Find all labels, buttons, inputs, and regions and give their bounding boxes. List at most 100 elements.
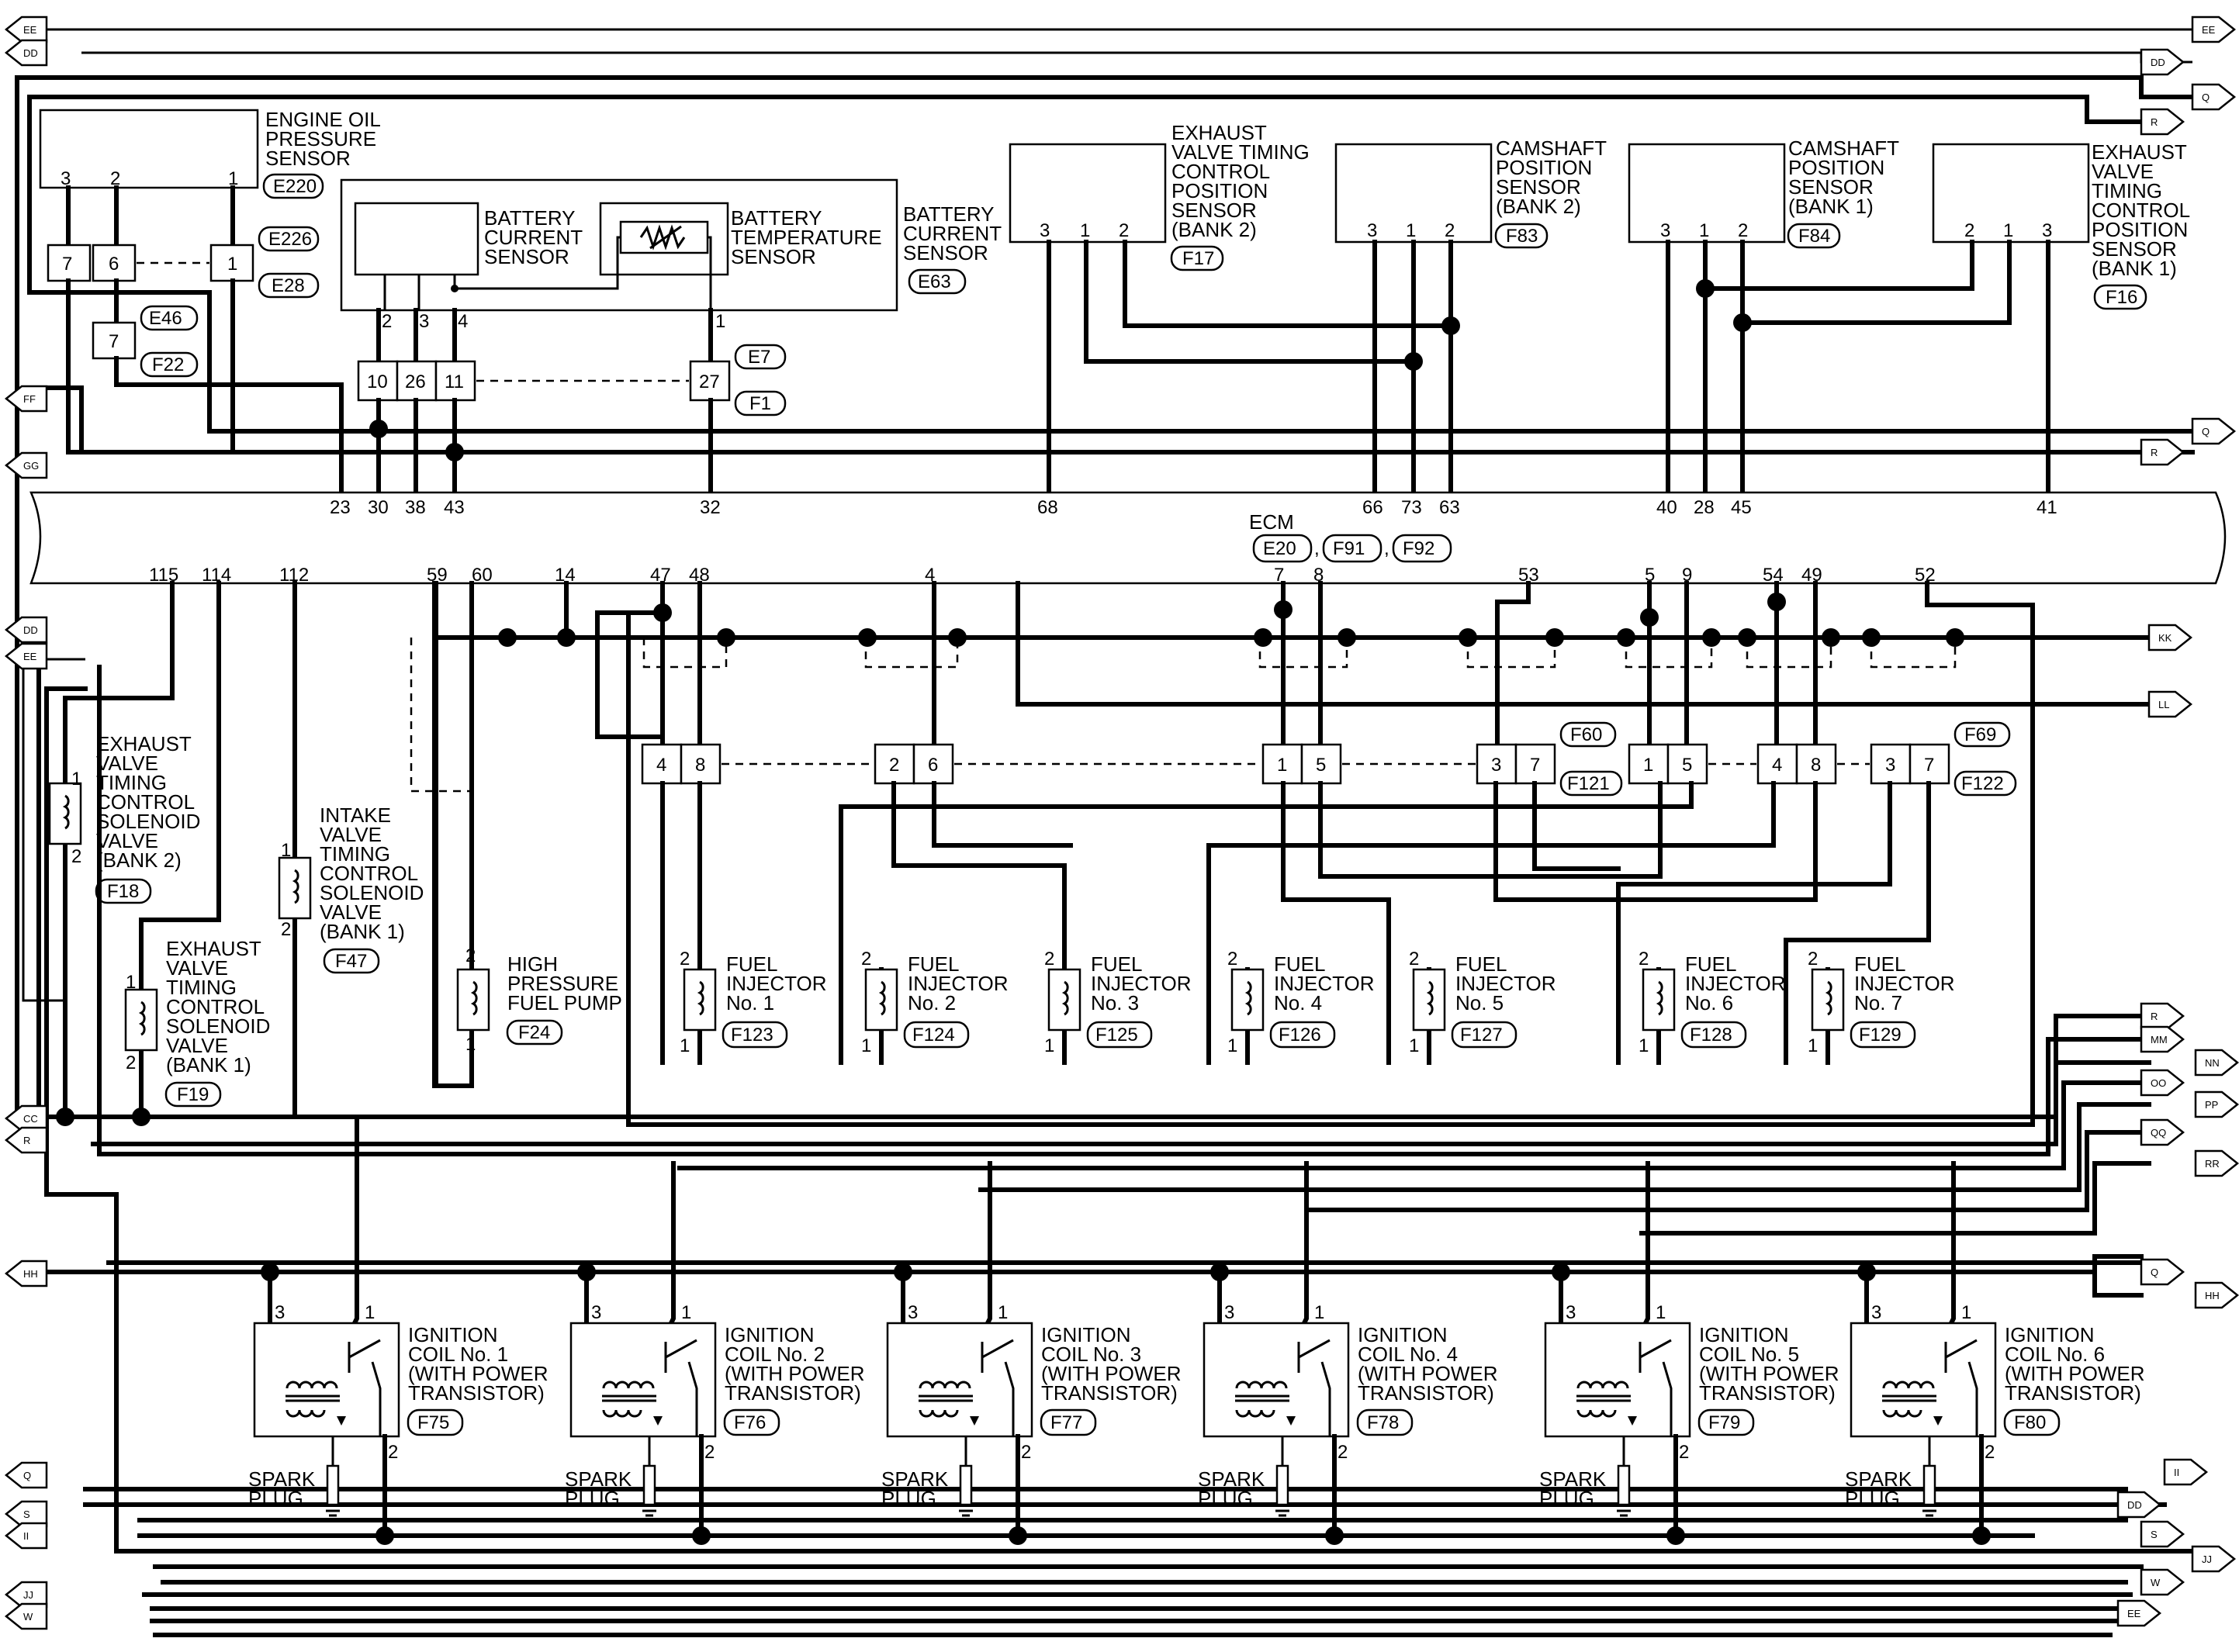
pin: 7: [1274, 565, 1284, 586]
tag-label: S: [2151, 1529, 2158, 1540]
label: (BANK 1): [2092, 257, 2177, 280]
connector-f83: F83: [1506, 226, 1538, 247]
label: EXHAUST: [1171, 121, 1267, 144]
pin: 40: [1656, 497, 1677, 518]
injector-label: INJECTOR: [726, 972, 827, 995]
coil-label: TRANSISTOR): [1699, 1381, 1836, 1405]
connector-e63: E63: [918, 271, 951, 292]
label: INTAKE: [320, 804, 391, 827]
pin: 2: [1679, 1442, 1689, 1463]
tag-label: DD: [23, 47, 38, 59]
coil-label: IGNITION: [408, 1323, 498, 1346]
connector-e28: E28: [272, 275, 305, 296]
injector-label: INJECTOR: [908, 972, 1009, 995]
pin: 30: [368, 497, 389, 518]
pin: 28: [1694, 497, 1715, 518]
pin: 4: [656, 755, 666, 776]
pin: 2: [1639, 949, 1649, 969]
tag-label: Q: [2202, 92, 2210, 103]
pin: 3: [591, 1302, 601, 1323]
pin: 1: [1643, 755, 1653, 776]
pin: 2: [1445, 220, 1455, 241]
oil-sensor-label-2: PRESSURE: [265, 127, 376, 150]
tag-label: DD: [2151, 57, 2165, 68]
label: VALVE: [166, 1034, 228, 1057]
top-bus-wires: [15, 28, 2195, 1119]
coil-label: TRANSISTOR): [1358, 1381, 1494, 1405]
spark-plug-label: SPARK: [1198, 1467, 1265, 1491]
comma: ,: [1314, 538, 1320, 559]
pin: 3: [1871, 1302, 1881, 1323]
pin: 1: [1044, 1035, 1054, 1056]
pin: 2: [1044, 949, 1054, 969]
tag-dd: DD: [2116, 1491, 2162, 1519]
injector-label: No. 4: [1274, 991, 1322, 1014]
spark-plug-label: PLUG: [565, 1487, 620, 1510]
tag-r: R: [2140, 108, 2185, 136]
pin: 7: [62, 254, 72, 275]
pin: 1: [1314, 1302, 1324, 1323]
pin: 7: [109, 331, 119, 352]
coil-label: TRANSISTOR): [408, 1381, 545, 1405]
pin: 2: [704, 1442, 715, 1463]
spark-plug-label: PLUG: [248, 1487, 303, 1510]
pin: 23: [330, 497, 351, 518]
pin: 2: [1738, 220, 1748, 241]
injector-label: INJECTOR: [1455, 972, 1556, 995]
label: TIMING: [166, 976, 237, 999]
pin: 1: [365, 1302, 375, 1323]
label: POSITION: [1496, 156, 1592, 179]
tag-w: W: [4, 1602, 48, 1630]
label: TIMING: [96, 771, 167, 794]
connector-f16: F16: [2106, 287, 2137, 308]
pin: 43: [444, 497, 465, 518]
tag-label: NN: [2205, 1057, 2220, 1069]
pin: 2: [126, 1052, 136, 1073]
tag-label: FF: [23, 393, 36, 405]
connector-f76: F76: [734, 1412, 766, 1433]
label: POSITION: [1171, 179, 1268, 202]
tag-ee: EE: [4, 16, 48, 43]
connector-e20: E20: [1263, 538, 1296, 559]
injector-label: No. 7: [1854, 991, 1902, 1014]
tag-label: R: [23, 1135, 30, 1146]
label: EXHAUST: [96, 732, 192, 755]
injector-label: FUEL: [908, 952, 959, 976]
pin: 8: [1313, 565, 1324, 586]
tag-label: S: [23, 1509, 30, 1520]
injector-label: No. 6: [1685, 991, 1733, 1014]
label: SOLENOID: [166, 1014, 270, 1038]
tag-q: Q: [4, 1461, 48, 1489]
pin: 73: [1401, 497, 1422, 518]
label: TIMING: [2092, 179, 2162, 202]
spark-plug-label: PLUG: [881, 1487, 936, 1510]
label: SENSOR: [484, 245, 569, 268]
label: (BANK 1): [166, 1053, 251, 1077]
pin: 1: [1699, 220, 1709, 241]
injector-label: FUEL: [1274, 952, 1325, 976]
tag-label: OO: [2151, 1077, 2166, 1089]
pin: 1: [1277, 755, 1287, 776]
pin: 1: [680, 1035, 690, 1056]
pin: 1: [1639, 1035, 1649, 1056]
tag-r: R: [4, 1126, 48, 1154]
ecm: ECM E20 , F91 , F92: [29, 491, 2227, 585]
tag-ll: LL: [2147, 690, 2193, 718]
pin: 26: [405, 372, 426, 392]
tag-gg: GG: [4, 451, 48, 479]
tag-hh: HH: [2194, 1281, 2239, 1309]
pin: 45: [1731, 497, 1752, 518]
pin: 3: [1885, 755, 1895, 776]
label: POSITION: [2092, 218, 2188, 241]
label: VALVE: [320, 823, 382, 846]
pin: 1: [228, 168, 238, 189]
tag-r: R: [2140, 1002, 2185, 1030]
connector-f84: F84: [1798, 226, 1830, 247]
injector-label: FUEL: [1854, 952, 1905, 976]
tag-label: W: [23, 1611, 33, 1623]
injector-label: No. 2: [908, 991, 956, 1014]
